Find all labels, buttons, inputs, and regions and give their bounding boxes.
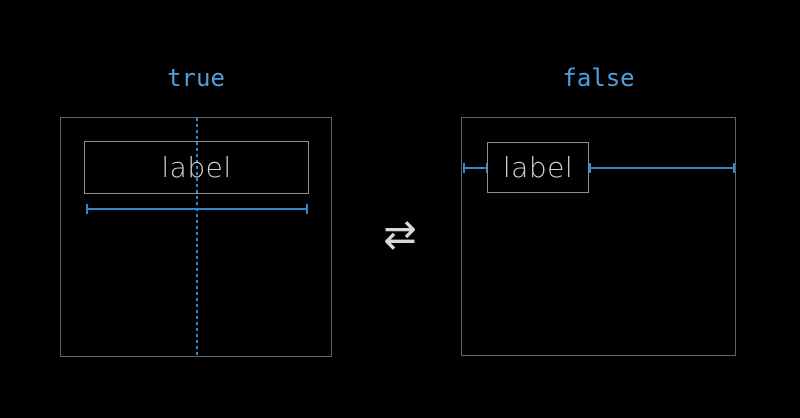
state-title-true: true	[167, 64, 225, 92]
label-box-centered: label	[84, 141, 309, 194]
container-box-true	[60, 117, 332, 357]
state-title-false: false	[562, 64, 635, 92]
center-guide-dotted-line	[196, 118, 198, 356]
swap-arrows-icon: ⇄	[383, 212, 417, 258]
label-text: label	[161, 151, 232, 184]
container-box-false	[461, 117, 736, 356]
label-box-left-aligned: label	[487, 142, 589, 193]
label-width-measure-line	[86, 204, 308, 214]
left-gap-measure-line	[463, 163, 488, 173]
right-gap-measure-line	[589, 163, 735, 173]
label-text: label	[502, 151, 574, 184]
